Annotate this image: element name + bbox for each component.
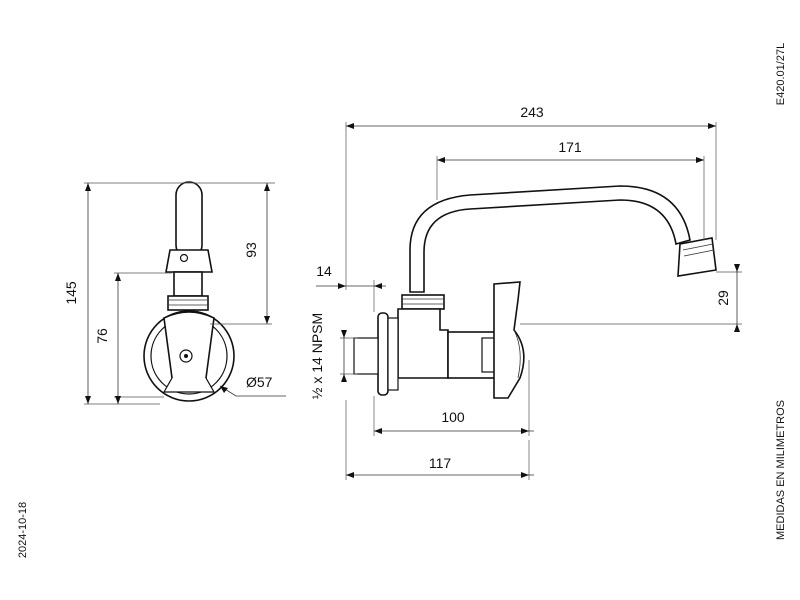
dim-171-label: 171	[558, 139, 582, 155]
dim-100-label: 100	[441, 409, 465, 425]
dim-243-label: 243	[520, 104, 544, 120]
side-view: 243 171 14 29 ½ x 14 NPSM 100	[309, 104, 742, 480]
diameter-label: Ø57	[246, 374, 273, 390]
drawing-code: E420.01/27L	[775, 43, 787, 105]
side-handle	[493, 281, 525, 399]
units-note: MEDIDAS EN MILIMETROS	[775, 400, 787, 540]
thread-label: ½ x 14 NPSM	[309, 313, 325, 399]
dim-93-label: 93	[243, 242, 259, 258]
inlet-thread	[353, 337, 379, 375]
side-spout-pipe	[409, 185, 691, 293]
dim-145-label: 145	[63, 281, 79, 305]
dim-29-label: 29	[715, 290, 731, 306]
front-view: 145 76 93 Ø57	[63, 181, 286, 405]
dim-76-label: 76	[94, 328, 110, 344]
wall-flange	[377, 312, 389, 396]
drawing-date: 2024-10-18	[17, 502, 29, 558]
dim-117-label: 117	[429, 455, 452, 471]
dim-14-label: 14	[316, 263, 332, 279]
front-handle	[163, 311, 215, 386]
front-spout-lever	[175, 181, 203, 259]
